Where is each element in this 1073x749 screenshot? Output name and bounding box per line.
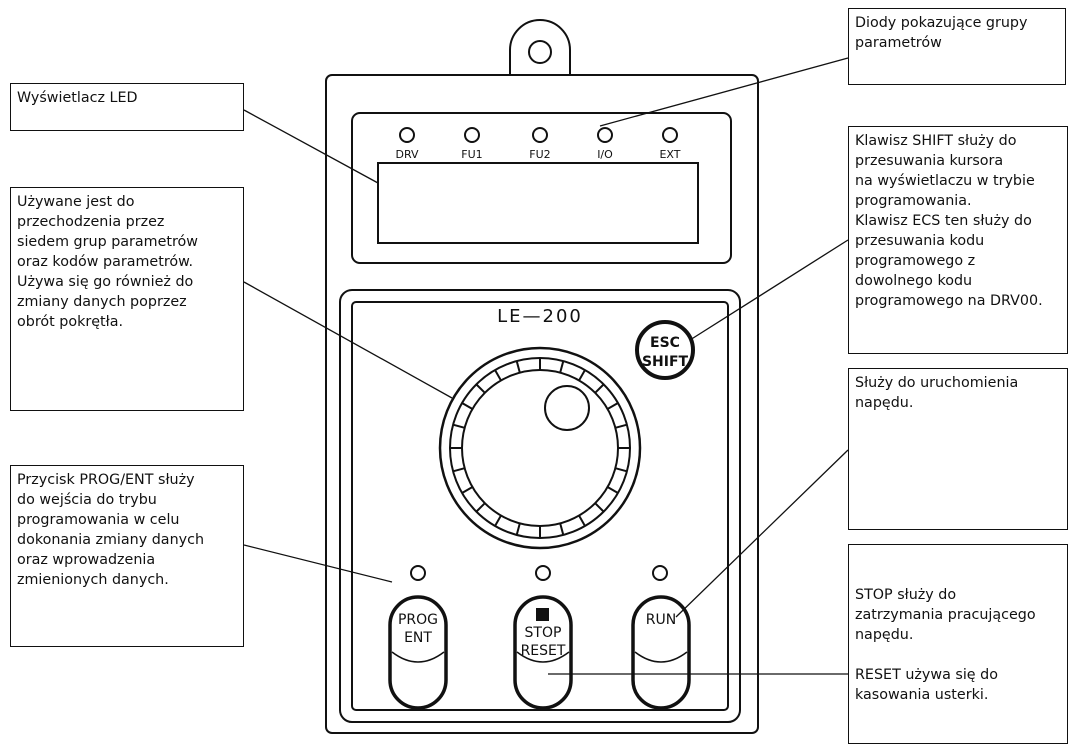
led-label-fu1: FU1 xyxy=(461,148,482,161)
stop-square-icon xyxy=(536,608,549,621)
hanging-tab xyxy=(509,19,571,75)
led-io xyxy=(597,127,613,143)
callout-prog-ent: Przycisk PROG/ENT służy do wejścia do tr… xyxy=(10,465,244,647)
callout-led-groups: Diody pokazujące grupy parametrów xyxy=(848,8,1066,85)
leader-prog xyxy=(243,544,393,583)
led-fu2 xyxy=(532,127,548,143)
led-display xyxy=(377,162,699,244)
leader-knob xyxy=(243,281,453,399)
led-label-fu2: FU2 xyxy=(529,148,550,161)
knob-face xyxy=(461,369,619,527)
prog-led xyxy=(410,565,426,581)
run-label: RUN xyxy=(646,612,676,628)
knob-tick xyxy=(594,502,605,513)
callout-led-display: Wyświetlacz LED xyxy=(10,83,244,131)
led-fu1 xyxy=(464,127,480,143)
leader-led-display xyxy=(243,109,379,184)
knob-tick xyxy=(494,515,502,527)
knob-grip-ticks xyxy=(450,358,630,538)
knob-tick xyxy=(475,383,486,394)
leader-led-groups xyxy=(599,57,849,127)
leader-shift xyxy=(689,239,849,341)
led-label-ext: EXT xyxy=(659,148,680,161)
knob-tick xyxy=(559,360,565,373)
knob-tick xyxy=(515,360,521,373)
knob-tick xyxy=(594,383,605,394)
callout-stop-reset: STOP służy do zatrzymania pracującego na… xyxy=(848,544,1068,744)
knob-tick xyxy=(607,486,619,494)
run-button[interactable] xyxy=(631,595,691,710)
led-ext xyxy=(662,127,678,143)
control-panel xyxy=(339,289,741,723)
knob-dimple xyxy=(544,385,590,431)
ent-label: ENT xyxy=(404,630,432,646)
esc-label: ESC xyxy=(650,335,680,351)
stop-led xyxy=(535,565,551,581)
knob-tick xyxy=(515,523,521,536)
knob-tick xyxy=(578,369,586,381)
knob-tick xyxy=(475,502,486,513)
led-drv xyxy=(399,127,415,143)
knob-tick xyxy=(494,369,502,381)
reset-label: RESET xyxy=(521,643,566,659)
leader-run xyxy=(675,449,849,618)
knob-tick xyxy=(452,467,465,473)
knob-tick xyxy=(615,423,628,429)
hanging-hole xyxy=(528,40,552,64)
knob-tick xyxy=(452,423,465,429)
run-led xyxy=(652,565,668,581)
leader-lines xyxy=(243,57,849,675)
knob-outer-ring xyxy=(438,346,642,550)
display-panel xyxy=(351,112,732,264)
knob-tick xyxy=(461,486,473,494)
prog-ent-button[interactable] xyxy=(388,595,448,710)
led-label-io: I/O xyxy=(597,148,613,161)
device-body xyxy=(325,74,759,734)
esc-shift-button[interactable] xyxy=(635,320,695,380)
knob-tick xyxy=(461,402,473,410)
callout-run: Służy do uruchomienia napędu. xyxy=(848,368,1068,530)
callout-knob: Używane jest do przechodzenia przez sied… xyxy=(10,187,244,411)
knob-tick xyxy=(615,467,628,473)
knob-tick xyxy=(578,515,586,527)
shift-label: SHIFT xyxy=(642,354,689,370)
callout-shift-esc: Klawisz SHIFT służy do przesuwania kurso… xyxy=(848,126,1068,354)
stop-reset-button[interactable] xyxy=(513,595,573,710)
knob-tick xyxy=(559,523,565,536)
model-label: LE—200 xyxy=(497,306,583,327)
stop-label: STOP xyxy=(525,625,562,641)
led-label-drv: DRV xyxy=(395,148,419,161)
prog-label: PROG xyxy=(398,612,438,628)
knob-tick xyxy=(607,402,619,410)
